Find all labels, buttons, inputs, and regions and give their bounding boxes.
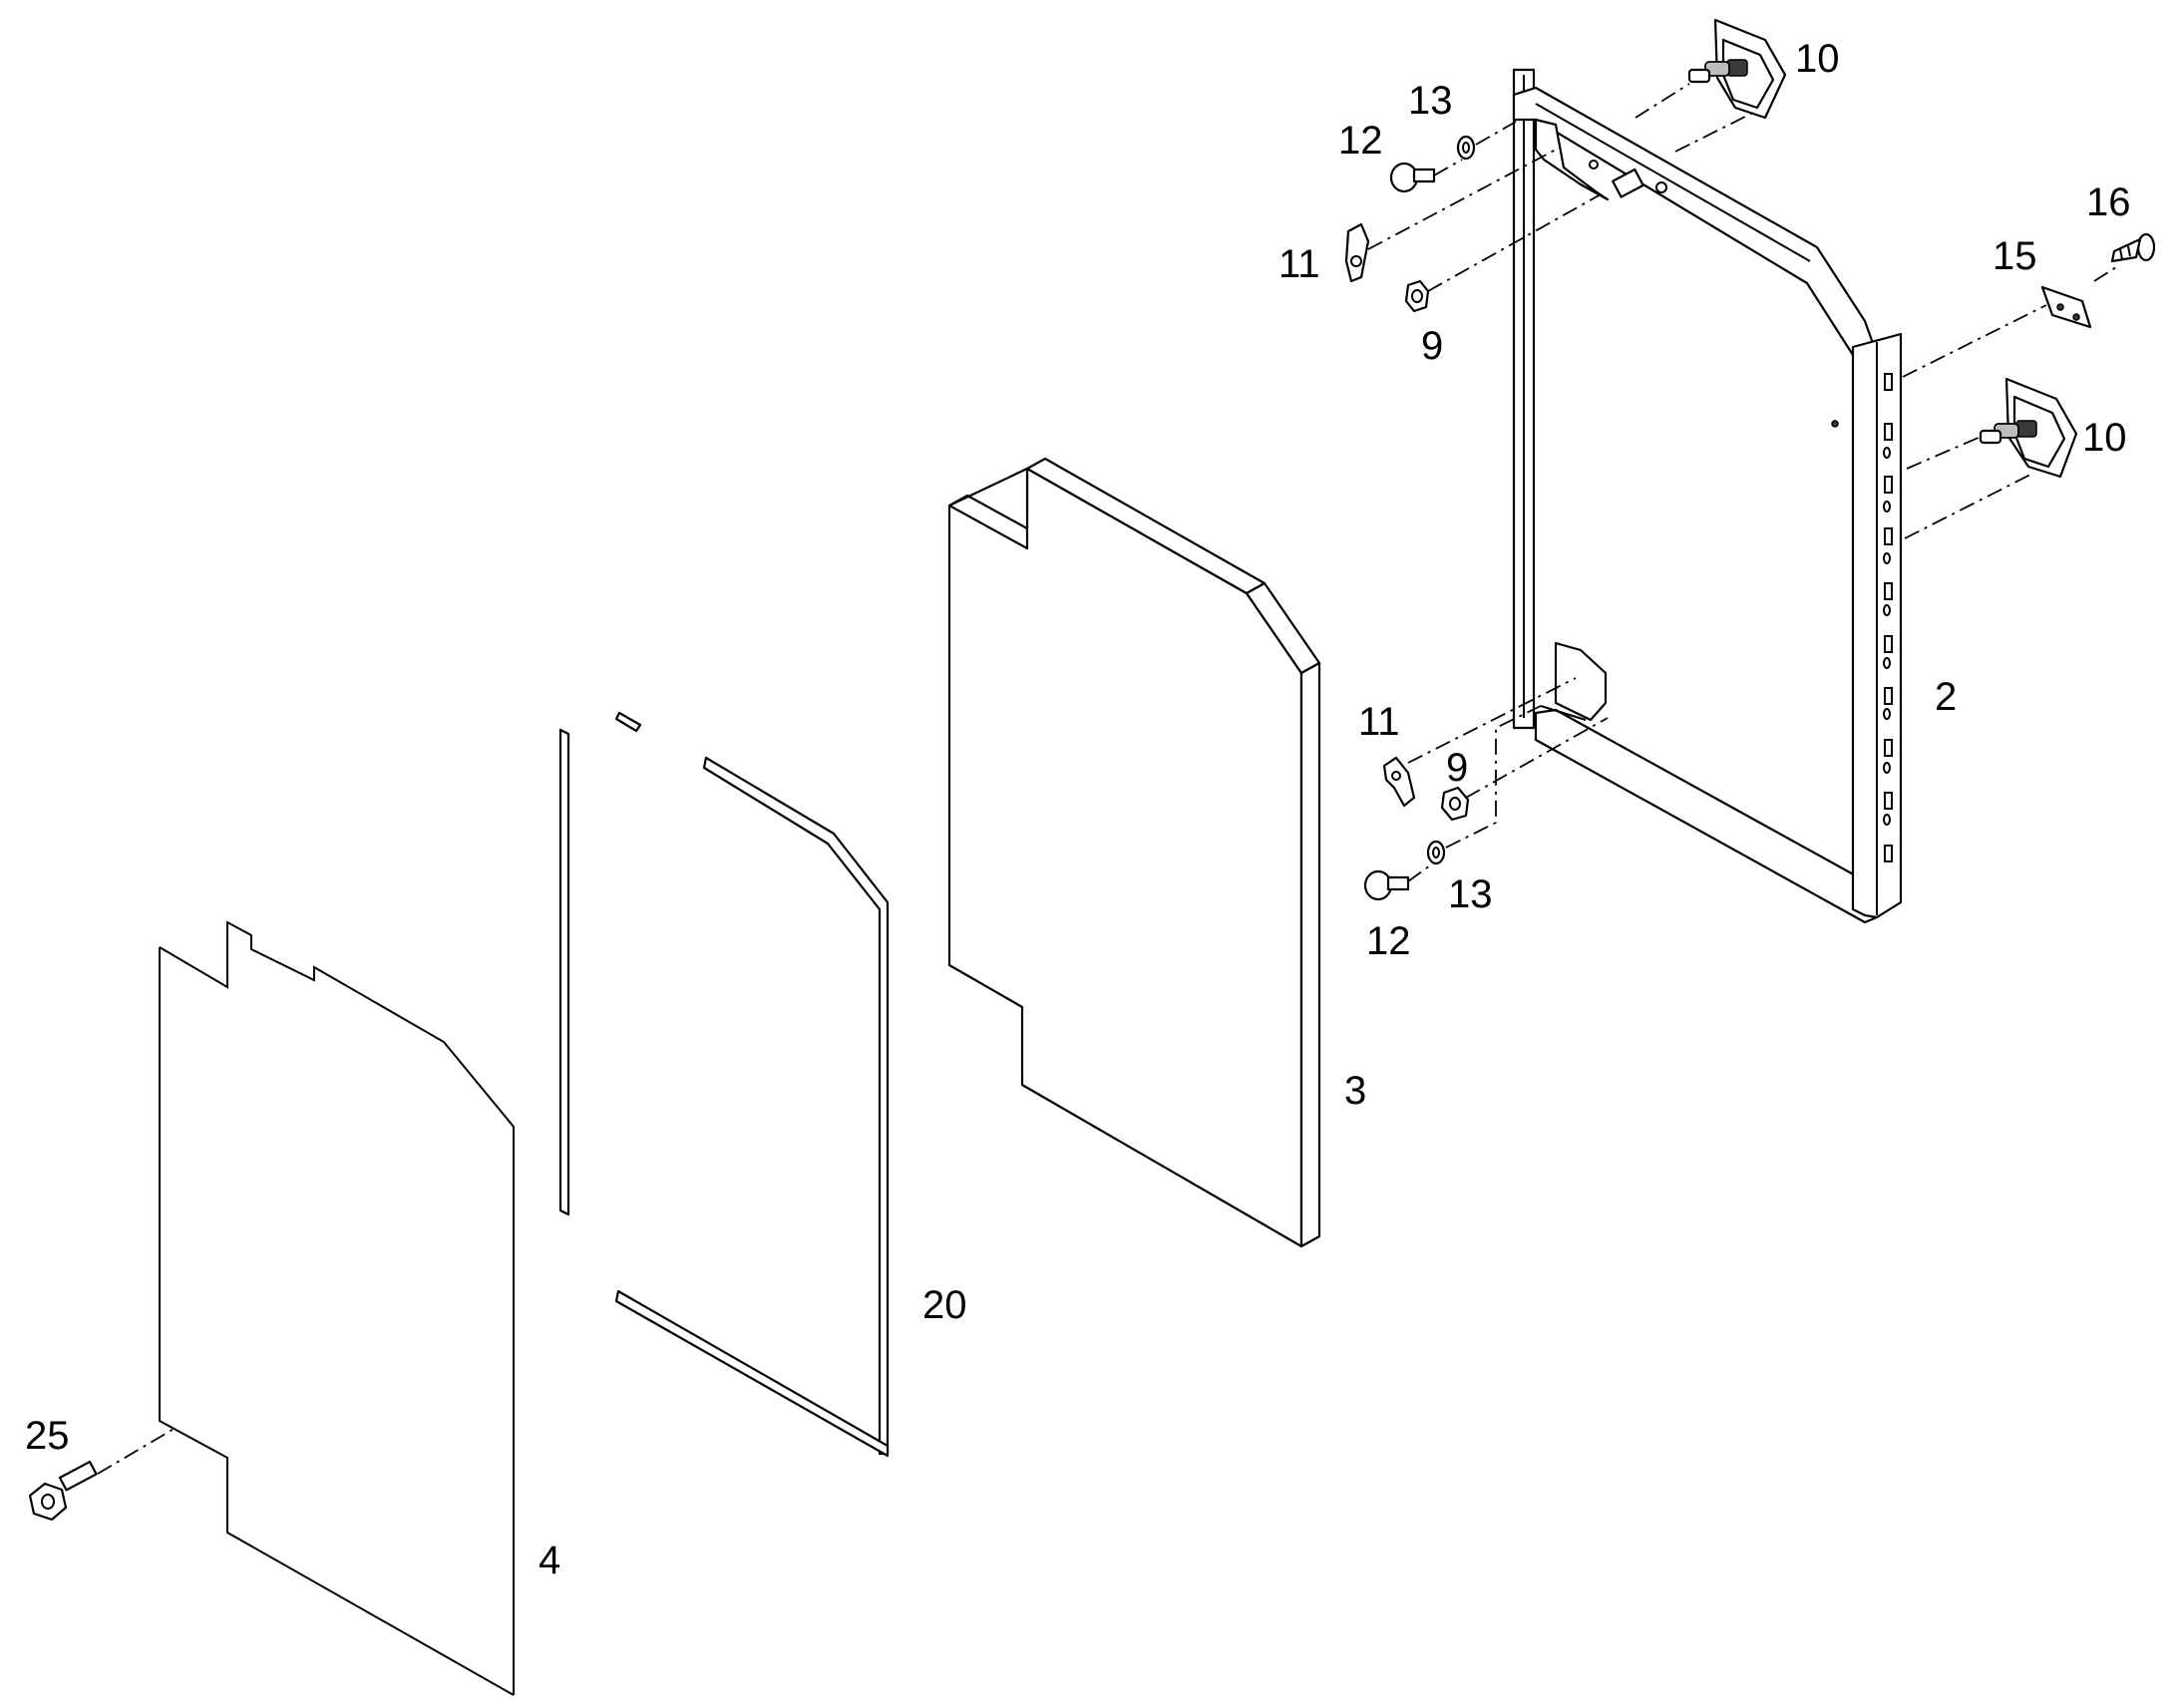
- plate-15: [2040, 285, 2092, 329]
- callout-12-lower: 12: [1366, 919, 1411, 963]
- panel-4: [159, 920, 515, 1696]
- callout-2: 2: [1935, 675, 1957, 719]
- screw-12-upper: [1389, 162, 1436, 193]
- latch-handle-10-lower: [1979, 377, 2078, 479]
- callout-9-lower: 9: [1446, 746, 1468, 790]
- callout-12-upper: 12: [1338, 119, 1383, 163]
- latch-handle-10-upper: [1687, 18, 1787, 120]
- screw-12-lower: [1363, 869, 1410, 901]
- callout-10-lower: 10: [2082, 416, 2127, 460]
- lower-hinge-bracket: [1554, 641, 1608, 722]
- callout-11-upper: 11: [1278, 242, 1320, 286]
- screw-16: [2110, 232, 2156, 263]
- callout-13-upper: 13: [1408, 79, 1453, 123]
- callout-3: 3: [1344, 1069, 1366, 1113]
- callout-11-lower: 11: [1358, 700, 1400, 744]
- callout-4: 4: [539, 1538, 560, 1582]
- callout-15: 15: [1993, 234, 2037, 278]
- callout-13-lower: 13: [1448, 872, 1493, 916]
- callout-25: 25: [25, 1414, 70, 1458]
- clip-11-lower: [1382, 756, 1416, 808]
- door-frame-2: [1512, 68, 1903, 924]
- callout-labels: 10 13 12 11 9 16 15 10 2 11 9 13 12 3 20…: [25, 37, 2131, 1582]
- insulation-block-3: [947, 457, 1321, 1248]
- upper-hinge-bracket: [1534, 118, 1610, 201]
- callout-10-upper: 10: [1795, 37, 1840, 81]
- callout-9-upper: 9: [1421, 324, 1443, 368]
- callout-16: 16: [2086, 180, 2131, 224]
- frame-slots: [1831, 373, 1893, 862]
- nut-9-lower: [1440, 786, 1470, 822]
- callout-20: 20: [922, 1283, 967, 1327]
- assembly-lines: [97, 83, 2117, 1475]
- washer-13-upper: [1456, 135, 1476, 161]
- seal-strips-20: [558, 711, 890, 1458]
- washer-13-lower: [1426, 840, 1446, 865]
- nut-9-upper: [1404, 279, 1430, 313]
- bolt-25: [28, 1460, 98, 1522]
- clip-11-upper: [1344, 222, 1370, 283]
